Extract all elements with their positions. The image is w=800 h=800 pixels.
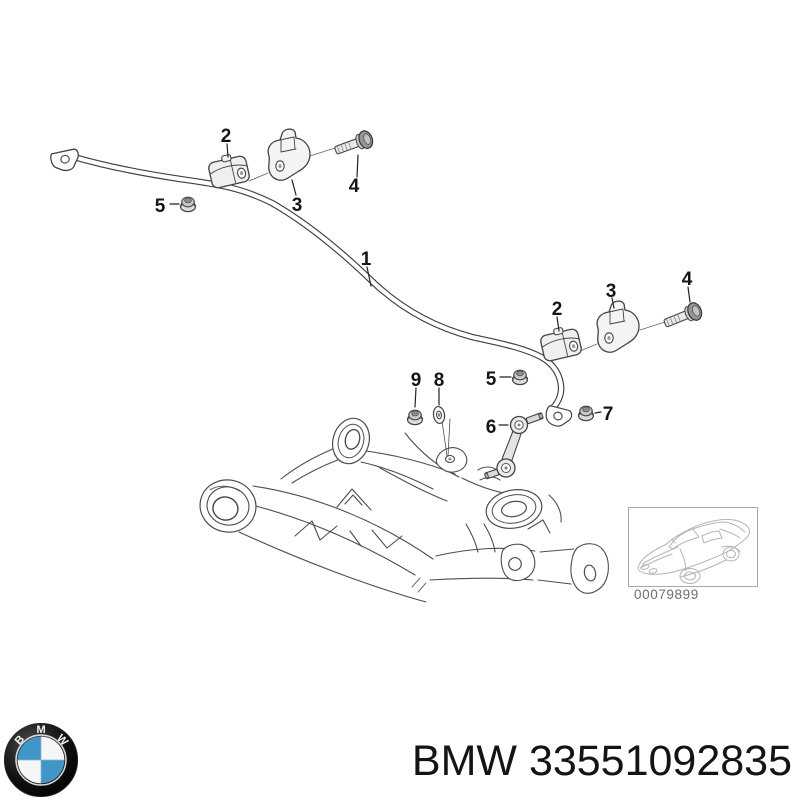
quadrant-bottom-right [41,760,65,784]
bar-end-eyelet-right [545,405,573,427]
assembly-lines [248,147,669,352]
flange-nut-mount [406,409,424,426]
callout-5b: 5 [486,369,497,390]
clamp-bracket-right [596,300,640,353]
trailing-arm-bushing-left [199,479,257,533]
callout-8: 8 [434,370,445,391]
rubber-mount-right [538,323,584,363]
subframe-sketch [199,417,609,603]
callout-4a: 4 [349,176,360,197]
subframe-ring [485,489,543,529]
thumbnail-frame [628,507,758,587]
callout-7: 7 [603,404,614,425]
flange-nut-middle [511,369,529,386]
callout-1: 1 [361,249,372,270]
flange-nut-link [577,405,595,422]
stabilizer-link [484,412,544,480]
callout-leaders [169,143,691,426]
thumbnail-code: 00079899 [634,587,699,602]
callout-6: 6 [486,417,497,438]
hex-bolt-left [332,128,376,160]
parts-diagram: 1 2 3 4 5 2 3 4 5 6 7 8 9 [50,126,758,603]
bmw-logo: B M W [2,721,80,799]
bar-end-eyelet-left [50,148,79,172]
callout-9: 9 [411,370,422,391]
callout-5a: 5 [155,196,166,217]
flange-nut-left [179,196,197,213]
callout-2a: 2 [221,126,232,147]
car-thumbnail: 00079899 [628,507,758,602]
callout-2b: 2 [552,299,563,320]
trailing-arm-bushing-upper [331,417,371,465]
hex-bolt-right [661,300,705,333]
callout-3b: 3 [606,281,617,302]
stabilizer-bar [50,148,573,427]
part-number-text: BMW 33551092835 [411,737,792,785]
callout-3a: 3 [292,195,303,216]
car-outline-icon [637,518,750,584]
clamp-bracket-left [267,128,311,181]
callout-4b: 4 [682,269,693,290]
washer [432,405,446,425]
quadrant-top-left [17,736,41,760]
logo-letter-m: M [36,724,45,736]
bmw-roundel-icon: B M W [3,722,79,798]
